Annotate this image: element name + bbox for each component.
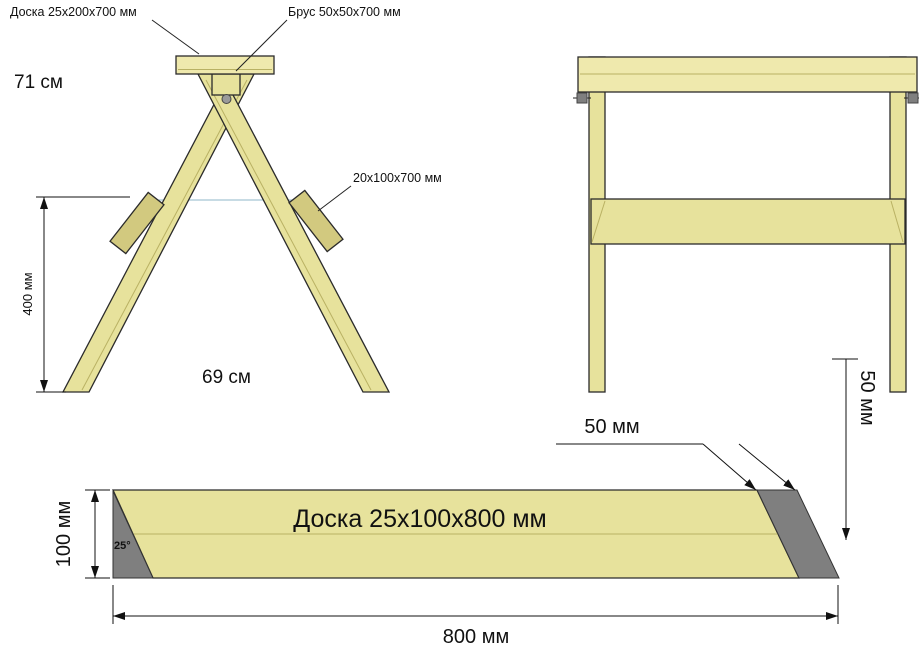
side-middle-board-joint-left	[591, 200, 606, 243]
brace-label: 20х100х700 мм	[353, 171, 442, 185]
dim-50top-leader-2	[738, 443, 796, 491]
dim-100-label: 100 мм	[53, 501, 75, 567]
beam-label: Брус 50х50х700 мм	[288, 5, 401, 19]
dim-50right-label: 50 мм	[856, 370, 878, 425]
front-top-board	[175, 55, 275, 75]
leader-brace	[317, 185, 352, 212]
bolt-left	[576, 92, 588, 104]
side-middle-board	[590, 198, 906, 245]
front-brace-left	[109, 191, 165, 255]
top-board-label: Доска 25х200х700 мм	[10, 5, 137, 19]
front-brace-right-board	[288, 189, 344, 253]
front-brace-right	[288, 189, 344, 253]
dimension-400mm: 400 мм	[20, 196, 130, 393]
height-label: 71 см	[14, 72, 63, 93]
bolt-head	[221, 94, 232, 104]
angle-label: 25°	[114, 540, 131, 552]
front-view: 400 мм Доска 25х200х700 мм Брус 50х50х70…	[10, 5, 442, 393]
beam-block	[211, 73, 241, 96]
leader-beam	[235, 19, 288, 72]
dim-800-label: 800 мм	[443, 626, 509, 648]
dim-50top-leader-1	[702, 443, 757, 491]
dimension-50mm-right: 50 мм	[832, 358, 878, 540]
dim-50top-label: 50 мм	[584, 416, 639, 438]
side-middle-board-joint-right	[890, 200, 904, 243]
width-label: 69 см	[202, 367, 251, 388]
front-leg-right-edge	[205, 79, 372, 391]
board-detail: Доска 25х100х800 мм 25° 100 мм 800 мм 50…	[53, 358, 878, 648]
front-leg-right	[196, 73, 391, 393]
front-brace-left-board	[109, 191, 165, 255]
offcut-left-triangle	[112, 490, 154, 579]
offcut-right-strip	[756, 489, 840, 579]
side-view	[573, 56, 919, 393]
bolt-right	[907, 92, 919, 104]
dimension-100mm: 100 мм	[53, 489, 110, 579]
dimension-50mm-top: 50 мм	[556, 416, 796, 491]
front-leg-left-edge	[81, 79, 248, 391]
dimension-800mm: 800 мм	[112, 585, 839, 648]
dim-400-label: 400 мм	[20, 272, 35, 315]
leader-top-board	[151, 19, 200, 55]
detail-board-label: Доска 25х100х800 мм	[293, 505, 547, 533]
